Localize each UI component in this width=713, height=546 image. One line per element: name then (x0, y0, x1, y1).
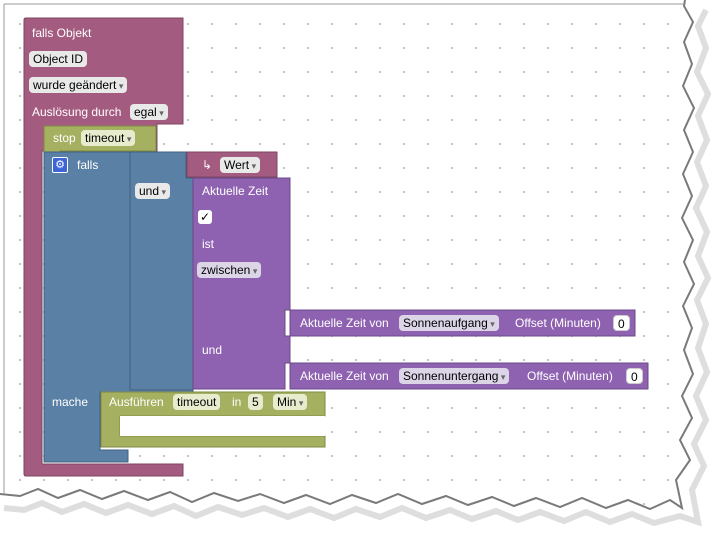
time-label: Aktuelle Zeit (202, 184, 269, 198)
timeout-amount-field[interactable]: 5 (248, 394, 263, 410)
if-label: falls (77, 158, 99, 172)
gear-icon[interactable]: ⚙ (52, 157, 68, 173)
timeout-name-field[interactable]: timeout (173, 394, 221, 410)
arrow-icon: ↳ (202, 158, 213, 172)
stop-label: stop (53, 131, 76, 145)
timeout-statement-slot[interactable] (120, 416, 325, 436)
do-label: mache (52, 395, 89, 409)
astro-2-label: Aktuelle Zeit von (300, 369, 389, 383)
change-mode-dropdown[interactable]: wurde geändert (29, 77, 128, 93)
value-dropdown[interactable]: Wert (220, 157, 261, 173)
event-title: falls Objekt (32, 26, 92, 40)
time-and-label: und (202, 343, 223, 357)
object-id-field[interactable]: Object ID (29, 51, 88, 67)
logic-operator-dropdown[interactable]: und (135, 183, 171, 199)
sunrise-dropdown[interactable]: Sonnenaufgang (399, 315, 499, 331)
stop-timeout-dropdown[interactable]: timeout (81, 130, 136, 146)
timeout-label: Ausführen (109, 395, 164, 409)
astro-2-offset-input[interactable]: 0 (626, 368, 643, 384)
time-checkbox[interactable]: ✓ (198, 210, 212, 224)
trigger-dropdown[interactable]: egal (130, 104, 168, 120)
astro-2-offset-label: Offset (Minuten) (527, 369, 613, 383)
astro-1-offset-label: Offset (Minuten) (515, 316, 601, 330)
trigger-label: Auslösung durch (32, 105, 122, 119)
sunset-dropdown[interactable]: Sonnenuntergang (399, 368, 510, 384)
timeout-unit-dropdown[interactable]: Min (273, 394, 308, 410)
astro-1-offset-input[interactable]: 0 (613, 315, 630, 331)
time-is-label: ist (202, 237, 214, 251)
astro-1-label: Aktuelle Zeit von (300, 316, 389, 330)
comparison-dropdown[interactable]: zwischen (197, 262, 262, 278)
timeout-in-label: in (232, 395, 242, 409)
